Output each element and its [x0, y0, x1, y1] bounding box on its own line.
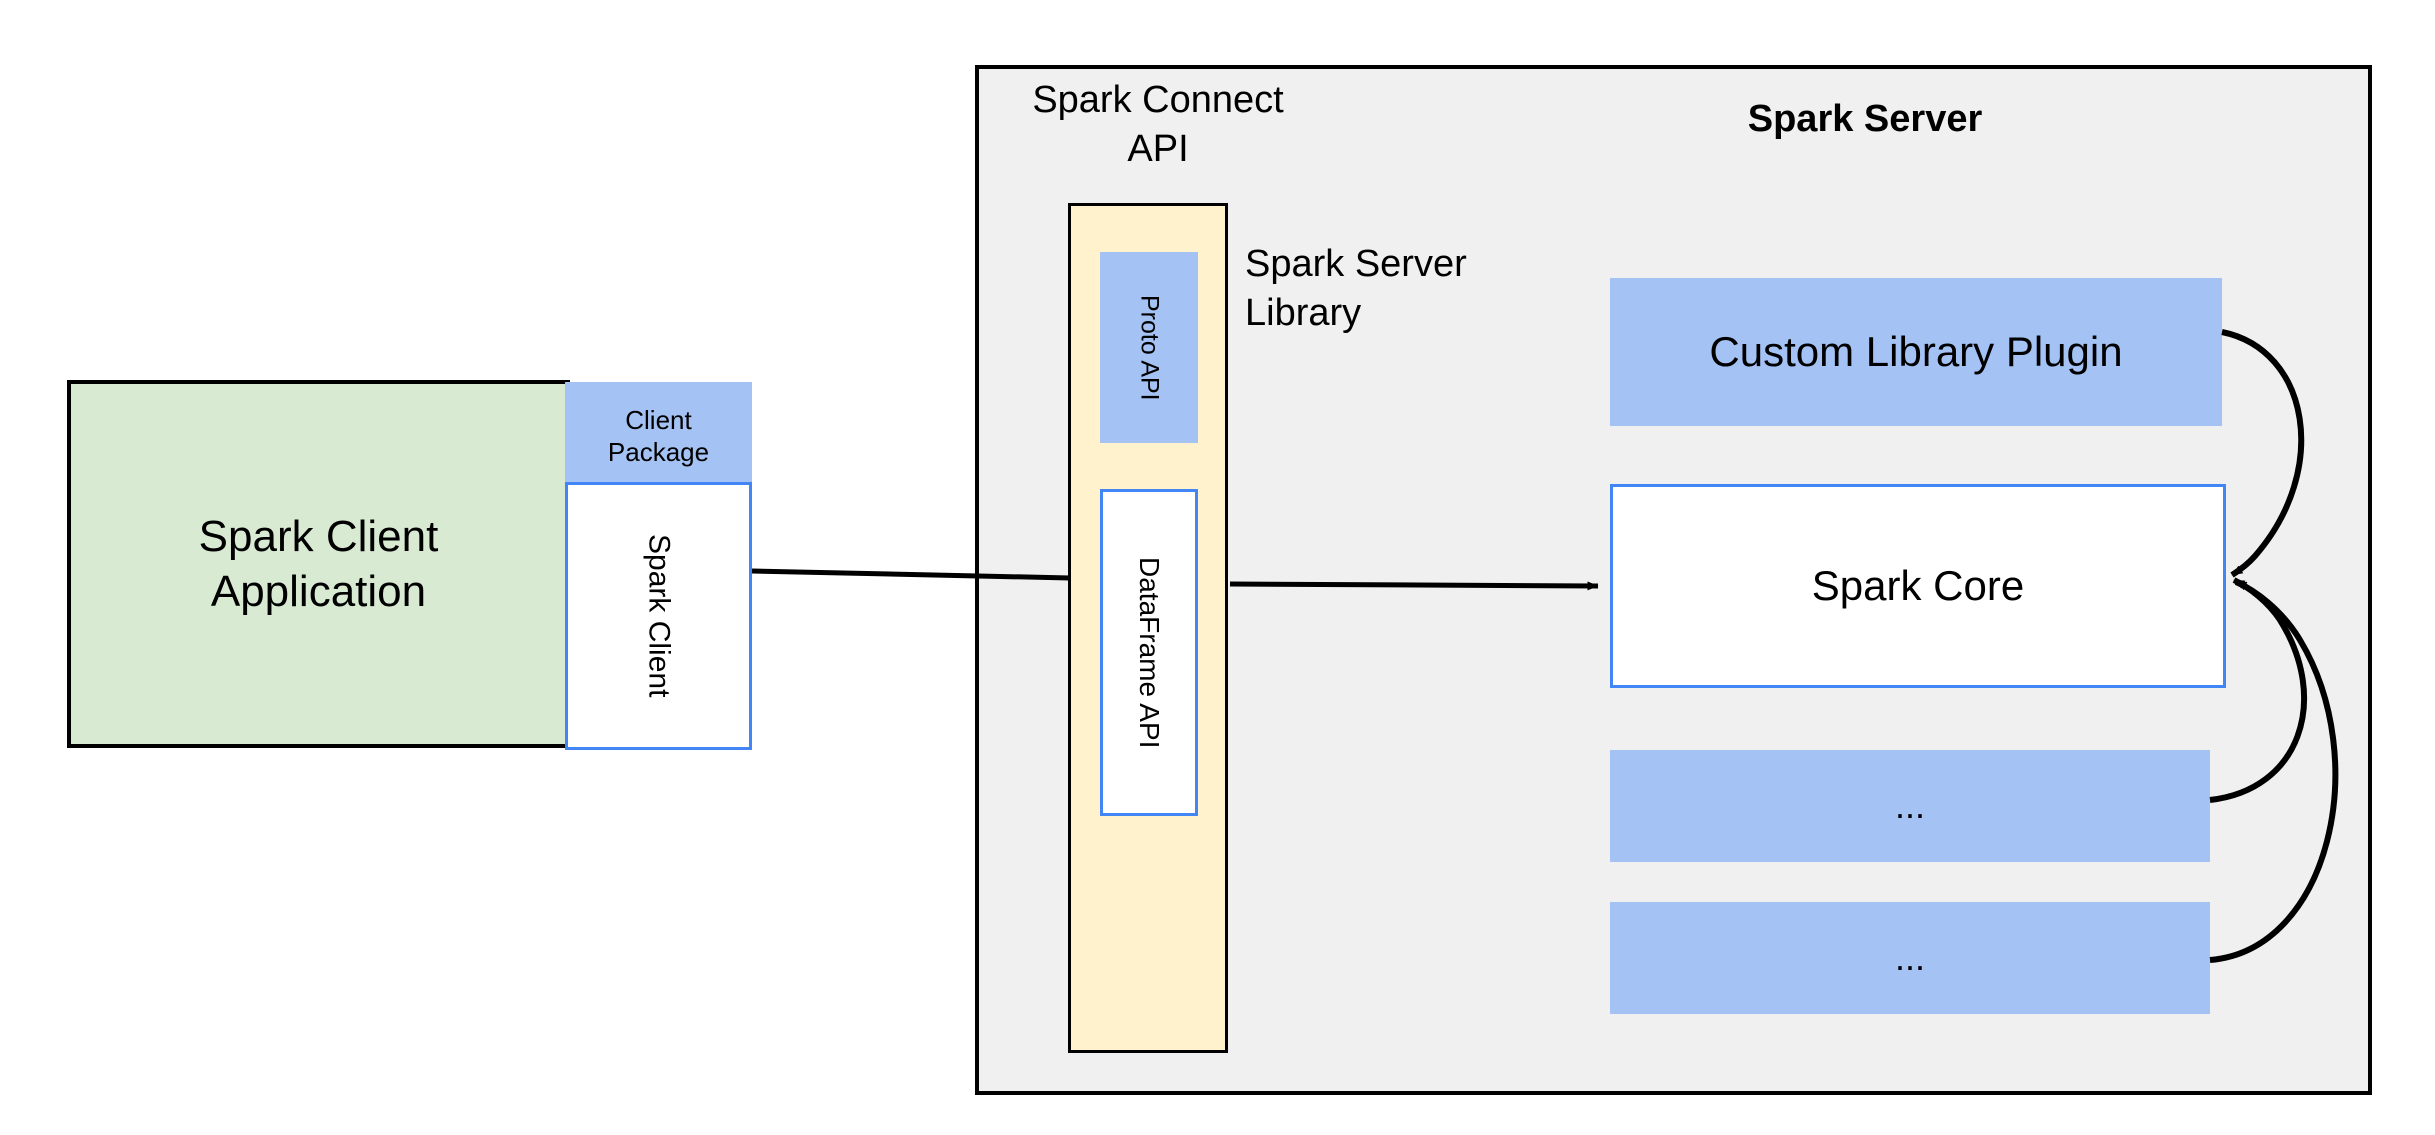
ellipsis-box-2[interactable]: ... — [1610, 902, 2210, 1014]
dataframe-api-box[interactable]: DataFrame API — [1100, 489, 1198, 816]
spark-client-box[interactable]: Spark Client — [565, 482, 752, 750]
dataframe-api-label: DataFrame API — [1134, 556, 1165, 749]
spark-core-box[interactable]: Spark Core — [1610, 484, 2226, 688]
spark-server-title: Spark Server — [1747, 97, 1983, 140]
spark-server-library-label: Spark Server Library — [1245, 243, 1467, 335]
client-package-label: Client Package — [607, 404, 710, 468]
proto-api-label: Proto API — [1135, 294, 1164, 401]
client-package-box[interactable]: Client Package — [565, 382, 752, 490]
ellipsis-box-1[interactable]: ... — [1610, 750, 2210, 862]
spark-client-application-box[interactable]: Spark Client Application — [67, 380, 570, 748]
proto-api-box[interactable]: Proto API — [1100, 252, 1198, 443]
spark-connect-api-label: Spark Connect API — [1032, 79, 1284, 171]
custom-library-plugin-box[interactable]: Custom Library Plugin — [1610, 278, 2222, 426]
spark-client-application-label: Spark Client Application — [198, 512, 439, 616]
spark-client-label: Spark Client — [642, 534, 676, 698]
